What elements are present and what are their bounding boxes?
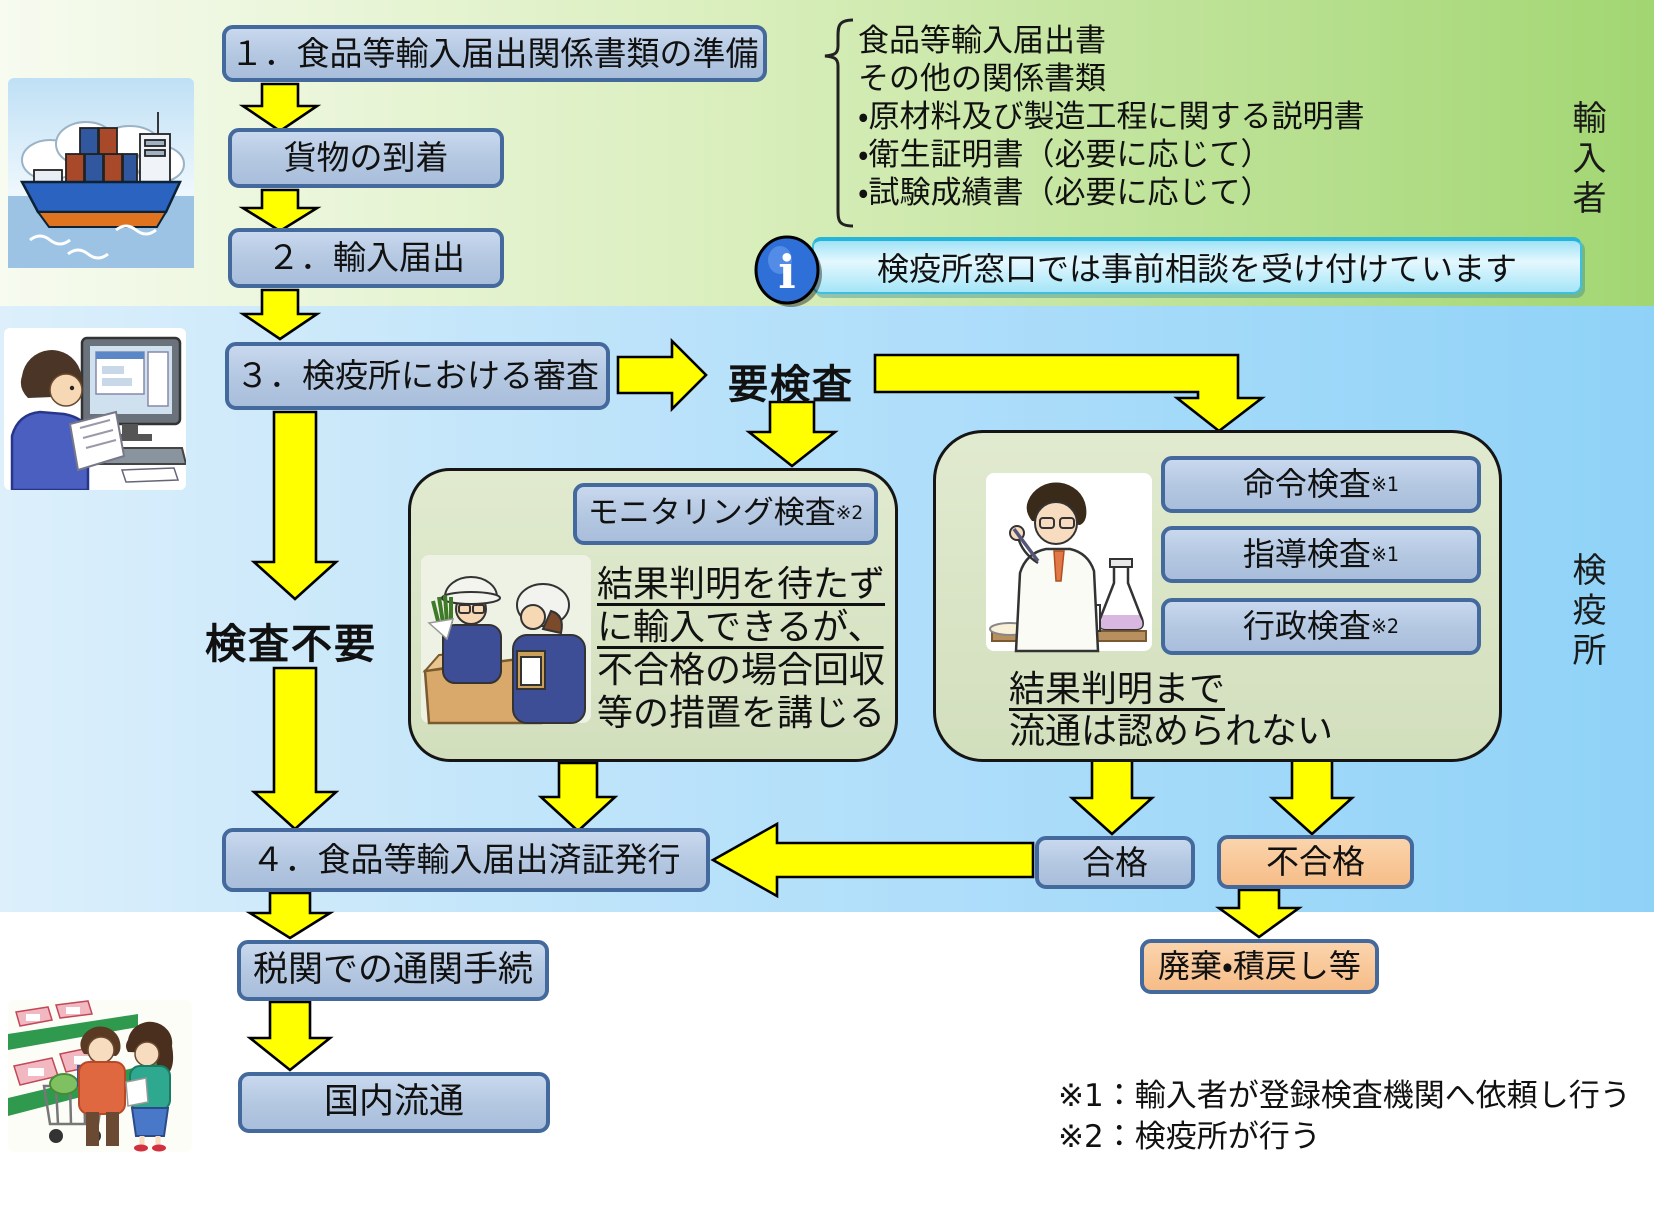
step3-box: ３．検疫所における審査 — [225, 342, 610, 410]
arrow-mandated-to-fail — [1268, 750, 1356, 836]
info-banner-text: 検疫所窓口では事前相談を受け付けています — [876, 249, 1517, 288]
disposal-box: 廃棄・積戻し等 — [1140, 939, 1379, 994]
monitoring-title-box: モニタリング検査※2 — [573, 483, 878, 545]
arrow-no-inspection-to-step4 — [250, 666, 340, 831]
step1-box: １．食品等輸入届出関係書類の準備 — [222, 25, 767, 82]
arrow-step3-to-no-inspection — [250, 410, 340, 601]
step4-box: ４．食品等輸入届出済証発行 — [222, 828, 710, 892]
customs-box: 税関での通関手続 — [237, 940, 549, 1001]
document-line: ・原材料及び製造工程に関する説明書 — [858, 99, 1365, 135]
monitoring-container: モニタリング検査※2 結果判明を待たず に輸入できるが、 不合格の場合回収 等の… — [408, 468, 898, 762]
step2-box: ２．輸入届出 — [228, 228, 504, 288]
shoppers-illustration — [8, 1000, 192, 1152]
footnote-1: ※1：輸入者が登録検査機関へ依頼し行う — [1058, 1078, 1631, 1114]
guidance-inspection-label: 指導検査 — [1242, 535, 1371, 574]
inspection-not-required-label: 検査不要 — [205, 620, 377, 668]
mandated-line-1: 結果判明まで — [1009, 669, 1226, 710]
order-inspection-box: 命令検査※1 — [1161, 456, 1481, 513]
document-line: その他の関係書類 — [858, 61, 1106, 97]
mandated-container: 命令検査※1 指導検査※1 行政検査※2 結果判明まで 流通は認められない — [933, 430, 1502, 762]
monitoring-line-3: 不合格の場合回収 — [597, 650, 886, 691]
arrow-cargo-to-step2 — [238, 188, 322, 233]
arrow-step4-to-customs — [245, 891, 335, 940]
svg-text:i: i — [778, 245, 795, 299]
document-line: ・衛生証明書（必要に応じて） — [858, 137, 1272, 173]
monitoring-line-1: 結果判明を待たず — [597, 564, 886, 605]
scientist-illustration — [986, 473, 1152, 653]
arrow-step3-to-inspection-required — [616, 337, 708, 413]
arrow-inspection-required-to-mandated — [873, 353, 1266, 433]
document-line: ・試験成績書（必要に応じて） — [858, 175, 1272, 211]
order-inspection-label: 命令検査 — [1242, 465, 1371, 504]
importer-zone-label: 輸入者 — [1566, 100, 1606, 220]
cargo-inspectors-illustration — [421, 555, 591, 725]
documents-list: 食品等輸入届出書 その他の関係書類 ・原材料及び製造工程に関する説明書 ・衛生証… — [858, 22, 1365, 212]
administrative-inspection-label: 行政検査 — [1242, 607, 1371, 646]
pass-box: 合格 — [1035, 836, 1195, 889]
document-line: 食品等輸入届出書 — [858, 23, 1106, 59]
arrow-inspection-required-to-monitoring — [745, 400, 839, 468]
administrative-inspection-box: 行政検査※2 — [1161, 598, 1481, 655]
monitoring-line-2: に輸入できるが、 — [597, 607, 884, 648]
info-icon: i — [754, 235, 822, 307]
arrow-mandated-to-pass — [1068, 750, 1156, 836]
arrow-pass-to-step4 — [710, 821, 1035, 899]
info-banner: 検疫所窓口では事前相談を受け付けています — [812, 237, 1582, 294]
mandated-description: 結果判明まで 流通は認められない — [1009, 669, 1333, 753]
footnotes: ※1：輸入者が登録検査機関へ依頼し行う ※2：検疫所が行う — [1058, 1076, 1631, 1158]
monitoring-line-4: 等の措置を講じる — [597, 693, 886, 734]
fail-box: 不合格 — [1217, 835, 1414, 889]
arrow-customs-to-domestic — [246, 1000, 334, 1072]
monitoring-title: モニタリング検査 — [587, 495, 836, 532]
cargo-ship-illustration — [8, 78, 194, 268]
document-review-illustration — [4, 328, 186, 490]
quarantine-zone-label: 検疫所 — [1566, 552, 1606, 672]
arrow-step2-to-step3 — [238, 288, 322, 341]
monitoring-description: 結果判明を待たず に輸入できるが、 不合格の場合回収 等の措置を講じる — [597, 563, 885, 735]
arrow-fail-to-disposal — [1214, 888, 1304, 939]
guidance-inspection-box: 指導検査※1 — [1161, 526, 1481, 583]
inspection-required-label: 要検査 — [728, 362, 854, 408]
arrow-monitoring-to-step4 — [537, 761, 619, 833]
arrow-step1-to-cargo — [238, 82, 322, 133]
mandated-line-2: 流通は認められない — [1009, 711, 1334, 752]
domestic-distribution-box: 国内流通 — [238, 1072, 550, 1133]
documents-brace — [824, 18, 854, 228]
footnote-2: ※2：検疫所が行う — [1058, 1119, 1321, 1155]
cargo-arrival-box: 貨物の到着 — [228, 128, 504, 188]
